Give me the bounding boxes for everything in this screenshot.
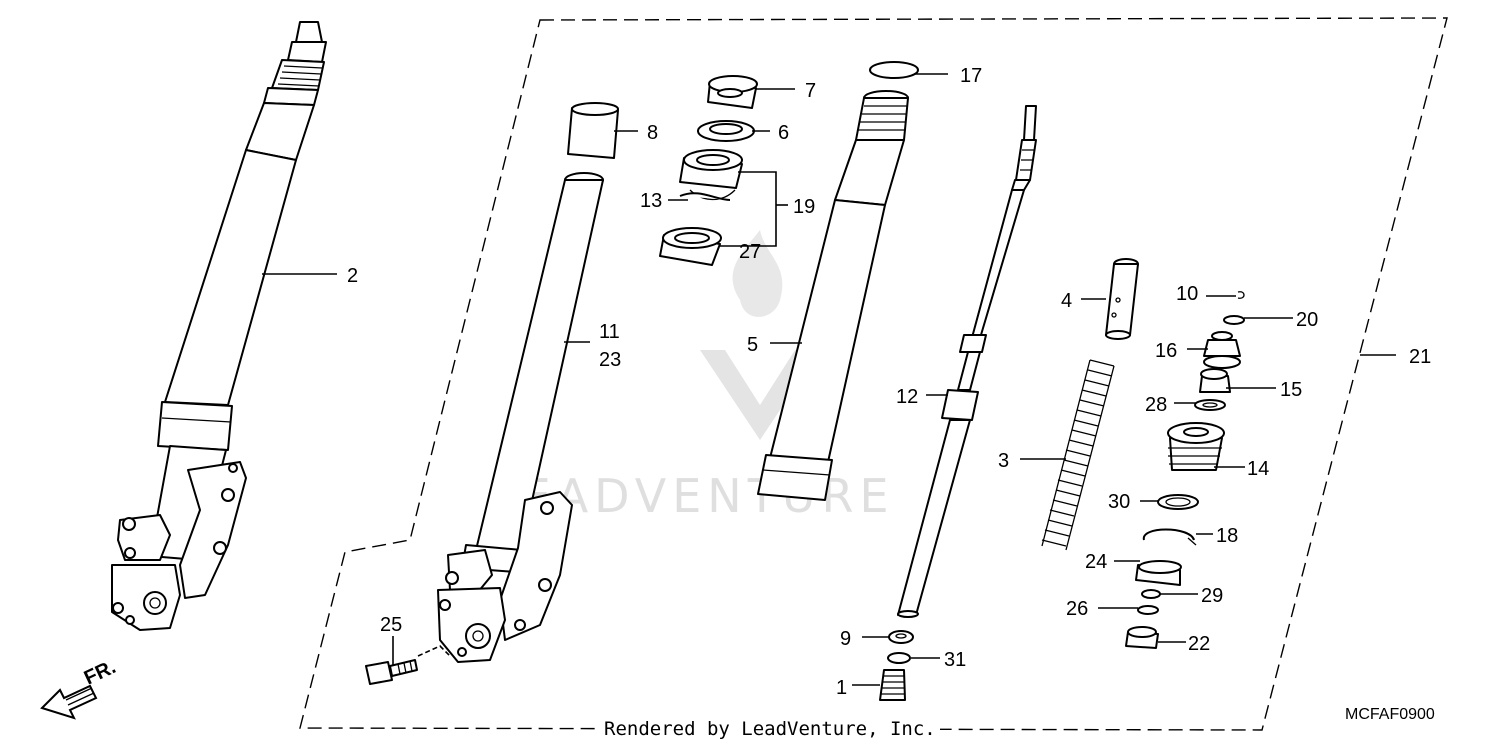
callout-20: 20 bbox=[1296, 309, 1318, 331]
callout-22: 22 bbox=[1188, 633, 1210, 655]
part-4-spacer bbox=[1105, 258, 1139, 340]
callout-17: 17 bbox=[960, 65, 982, 87]
cap-assembly-parts bbox=[1125, 291, 1245, 649]
callout-16: 16 bbox=[1155, 340, 1177, 362]
callout-numbers: 1 2 3 4 5 6 7 8 9 10 11 12 13 14 15 16 1… bbox=[347, 65, 1431, 699]
part-11-bottom-case bbox=[437, 172, 604, 663]
callout-21: 21 bbox=[1409, 346, 1431, 368]
callout-23: 23 bbox=[599, 349, 621, 371]
direction-label: FR. bbox=[81, 656, 119, 690]
callout-2: 2 bbox=[347, 265, 358, 287]
callout-30: 30 bbox=[1108, 491, 1130, 513]
callout-19: 19 bbox=[793, 196, 815, 218]
callout-31: 31 bbox=[944, 649, 966, 671]
callout-7: 7 bbox=[805, 80, 816, 102]
leader-lines bbox=[262, 73, 1396, 686]
diagram-code: MCFAF0900 bbox=[1345, 706, 1435, 723]
part-25-bolt bbox=[365, 645, 451, 685]
callout-25: 25 bbox=[380, 614, 402, 636]
callout-3: 3 bbox=[998, 450, 1009, 472]
part-3-fork-spring bbox=[1041, 359, 1115, 551]
callout-13: 13 bbox=[640, 190, 662, 212]
callout-10: 10 bbox=[1176, 283, 1198, 305]
callout-12: 12 bbox=[896, 386, 918, 408]
part-12-damper-rod bbox=[897, 105, 1037, 618]
callout-15: 15 bbox=[1280, 379, 1302, 401]
oil-seal-stack bbox=[659, 75, 758, 266]
callout-8: 8 bbox=[647, 122, 658, 144]
callout-27: 27 bbox=[739, 241, 761, 263]
render-credit: Rendered by LeadVenture, Inc. bbox=[600, 718, 940, 740]
callout-6: 6 bbox=[778, 122, 789, 144]
callout-26: 26 bbox=[1066, 598, 1088, 620]
callout-5: 5 bbox=[747, 334, 758, 356]
front-direction-arrow: FR. bbox=[40, 656, 119, 720]
callout-28: 28 bbox=[1145, 394, 1167, 416]
callout-14: 14 bbox=[1247, 458, 1269, 480]
callout-11: 11 bbox=[599, 321, 620, 343]
callout-18: 18 bbox=[1216, 525, 1238, 547]
callout-29: 29 bbox=[1201, 585, 1223, 607]
callout-4: 4 bbox=[1061, 290, 1072, 312]
complete-fork-assembly bbox=[111, 21, 327, 631]
kit-outline bbox=[299, 17, 1448, 731]
callout-1: 1 bbox=[836, 677, 847, 699]
lower-rod-parts bbox=[879, 630, 914, 701]
callout-24: 24 bbox=[1085, 551, 1107, 573]
part-5-fork-tube bbox=[757, 61, 919, 501]
callout-9: 9 bbox=[840, 628, 851, 650]
part-8-bushing bbox=[567, 102, 619, 159]
